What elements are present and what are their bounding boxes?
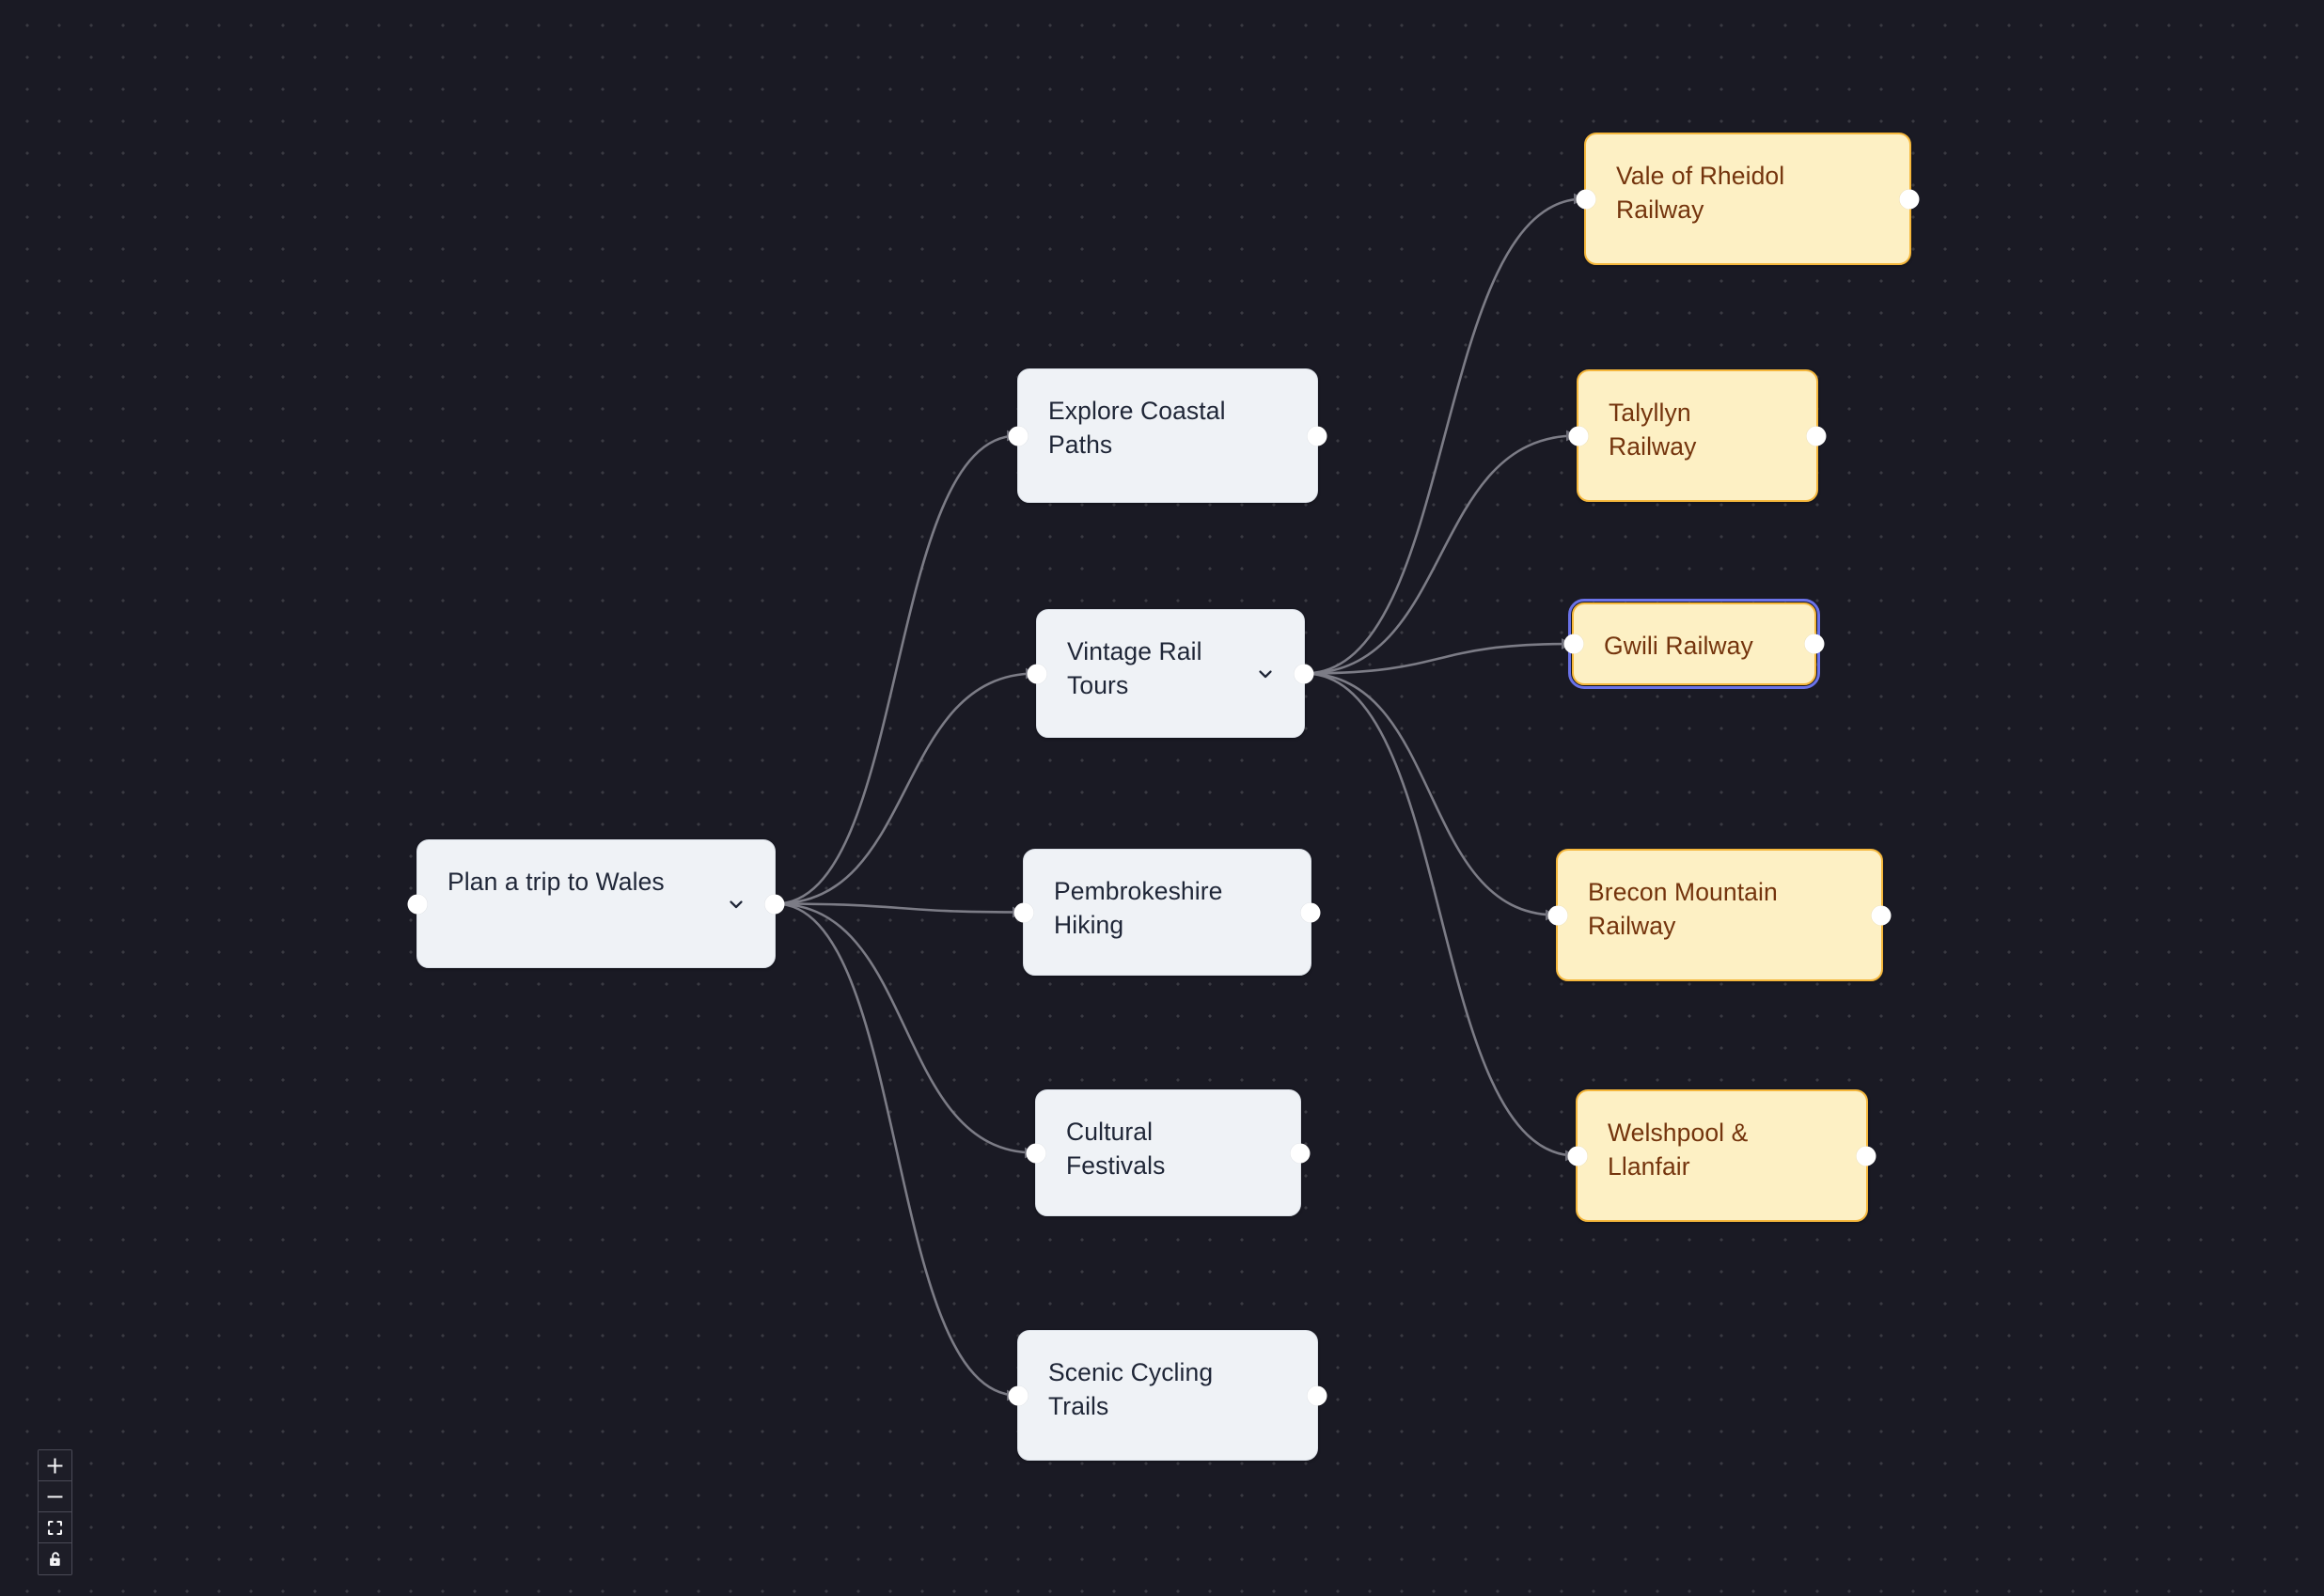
node-handle-left[interactable] bbox=[1008, 1385, 1029, 1405]
node-label: Vintage Rail Tours bbox=[1067, 637, 1202, 700]
node-handle-left[interactable] bbox=[1568, 426, 1589, 446]
node-handle-left[interactable] bbox=[1563, 634, 1584, 654]
node-label: Plan a trip to Wales bbox=[448, 868, 665, 896]
flow-node-brecon[interactable]: Brecon Mountain Railway bbox=[1547, 849, 1892, 981]
fit-view-button[interactable] bbox=[39, 1512, 71, 1543]
flow-node-pembroke[interactable]: Pembrokeshire Hiking bbox=[1013, 849, 1321, 976]
flow-node-cycling[interactable]: Scenic Cycling Trails bbox=[1008, 1330, 1327, 1461]
edge-root-to-rail[interactable] bbox=[774, 667, 1038, 905]
node-handle-right[interactable] bbox=[1307, 426, 1327, 446]
flow-node-rheidol[interactable]: Vale of Rheidol Railway bbox=[1576, 133, 1920, 265]
node-handle-left[interactable] bbox=[407, 894, 428, 914]
node-handle-right[interactable] bbox=[1804, 634, 1825, 654]
node-label: Talyllyn Railway bbox=[1609, 399, 1697, 462]
canvas-controls-panel[interactable] bbox=[38, 1449, 72, 1575]
edge-root-to-cycling[interactable] bbox=[774, 902, 1019, 1401]
node-label: Gwili Railway bbox=[1604, 632, 1753, 660]
node-handle-left[interactable] bbox=[1013, 902, 1034, 922]
node-label: Welshpool & Llanfair bbox=[1608, 1119, 1749, 1181]
node-body: Brecon Mountain Railway bbox=[1588, 875, 1853, 943]
edge-root-to-coastal[interactable] bbox=[774, 430, 1019, 905]
node-body: Vintage Rail Tours bbox=[1067, 634, 1246, 702]
edge-root-to-pembroke[interactable] bbox=[774, 902, 1025, 918]
chevron-down-icon[interactable] bbox=[726, 894, 746, 915]
node-handle-right[interactable] bbox=[1294, 664, 1314, 683]
chevron-down-icon[interactable] bbox=[1255, 664, 1276, 684]
minus-icon bbox=[47, 1489, 63, 1505]
node-body: Pembrokeshire Hiking bbox=[1054, 874, 1282, 942]
flow-node-welshpool[interactable]: Welshpool & Llanfair bbox=[1567, 1089, 1876, 1222]
plus-icon bbox=[47, 1458, 63, 1474]
node-label: Pembrokeshire Hiking bbox=[1054, 877, 1223, 940]
node-handle-left[interactable] bbox=[1027, 664, 1047, 683]
node-body: Talyllyn Railway bbox=[1609, 396, 1788, 463]
node-body: Vale of Rheidol Railway bbox=[1616, 159, 1881, 227]
unlock-icon bbox=[47, 1551, 63, 1568]
node-handle-right[interactable] bbox=[1806, 426, 1827, 446]
node-handle-right[interactable] bbox=[1856, 1146, 1876, 1166]
node-label: Cultural Festivals bbox=[1066, 1118, 1166, 1181]
flow-node-coastal[interactable]: Explore Coastal Paths bbox=[1008, 368, 1327, 503]
node-handle-left[interactable] bbox=[1026, 1143, 1046, 1163]
node-handle-right[interactable] bbox=[1290, 1143, 1311, 1163]
flow-node-talyllyn[interactable]: Talyllyn Railway bbox=[1568, 369, 1827, 502]
flow-node-gwili[interactable]: Gwili Railway bbox=[1563, 599, 1825, 689]
node-handle-left[interactable] bbox=[1576, 189, 1596, 209]
node-handle-right[interactable] bbox=[1899, 189, 1920, 209]
node-handle-right[interactable] bbox=[1307, 1385, 1327, 1405]
node-handle-right[interactable] bbox=[1300, 902, 1321, 922]
node-handle-left[interactable] bbox=[1008, 426, 1029, 446]
edge-rail-to-rheidol[interactable] bbox=[1303, 193, 1586, 675]
node-body: Welshpool & Llanfair bbox=[1608, 1116, 1838, 1183]
edge-rail-to-gwili[interactable] bbox=[1303, 638, 1574, 675]
node-handle-right[interactable] bbox=[1871, 905, 1892, 925]
node-label: Vale of Rheidol Railway bbox=[1616, 162, 1785, 225]
node-handle-left[interactable] bbox=[1547, 905, 1568, 925]
flow-node-rail[interactable]: Vintage Rail Tours bbox=[1027, 609, 1314, 738]
node-body: Plan a trip to Wales bbox=[448, 865, 716, 899]
edge-rail-to-talyllyn[interactable] bbox=[1303, 430, 1578, 675]
edge-rail-to-brecon[interactable] bbox=[1303, 672, 1558, 921]
node-label: Explore Coastal Paths bbox=[1048, 397, 1226, 460]
flow-node-festivals[interactable]: Cultural Festivals bbox=[1026, 1089, 1311, 1216]
node-body: Gwili Railway bbox=[1604, 629, 1786, 663]
node-label: Brecon Mountain Railway bbox=[1588, 878, 1778, 941]
node-body: Cultural Festivals bbox=[1066, 1115, 1272, 1182]
node-label: Scenic Cycling Trails bbox=[1048, 1358, 1214, 1421]
edge-rail-to-welshpool[interactable] bbox=[1303, 672, 1578, 1162]
node-body: Scenic Cycling Trails bbox=[1048, 1355, 1289, 1423]
node-body: Explore Coastal Paths bbox=[1048, 394, 1289, 462]
flow-node-root[interactable]: Plan a trip to Wales bbox=[407, 839, 785, 968]
zoom-in-button[interactable] bbox=[39, 1450, 71, 1481]
lock-toggle-button[interactable] bbox=[39, 1543, 71, 1574]
edge-root-to-festivals[interactable] bbox=[774, 902, 1037, 1159]
node-handle-left[interactable] bbox=[1567, 1146, 1588, 1166]
zoom-out-button[interactable] bbox=[39, 1481, 71, 1512]
node-handle-right[interactable] bbox=[764, 894, 785, 914]
fit-view-icon bbox=[47, 1520, 63, 1536]
